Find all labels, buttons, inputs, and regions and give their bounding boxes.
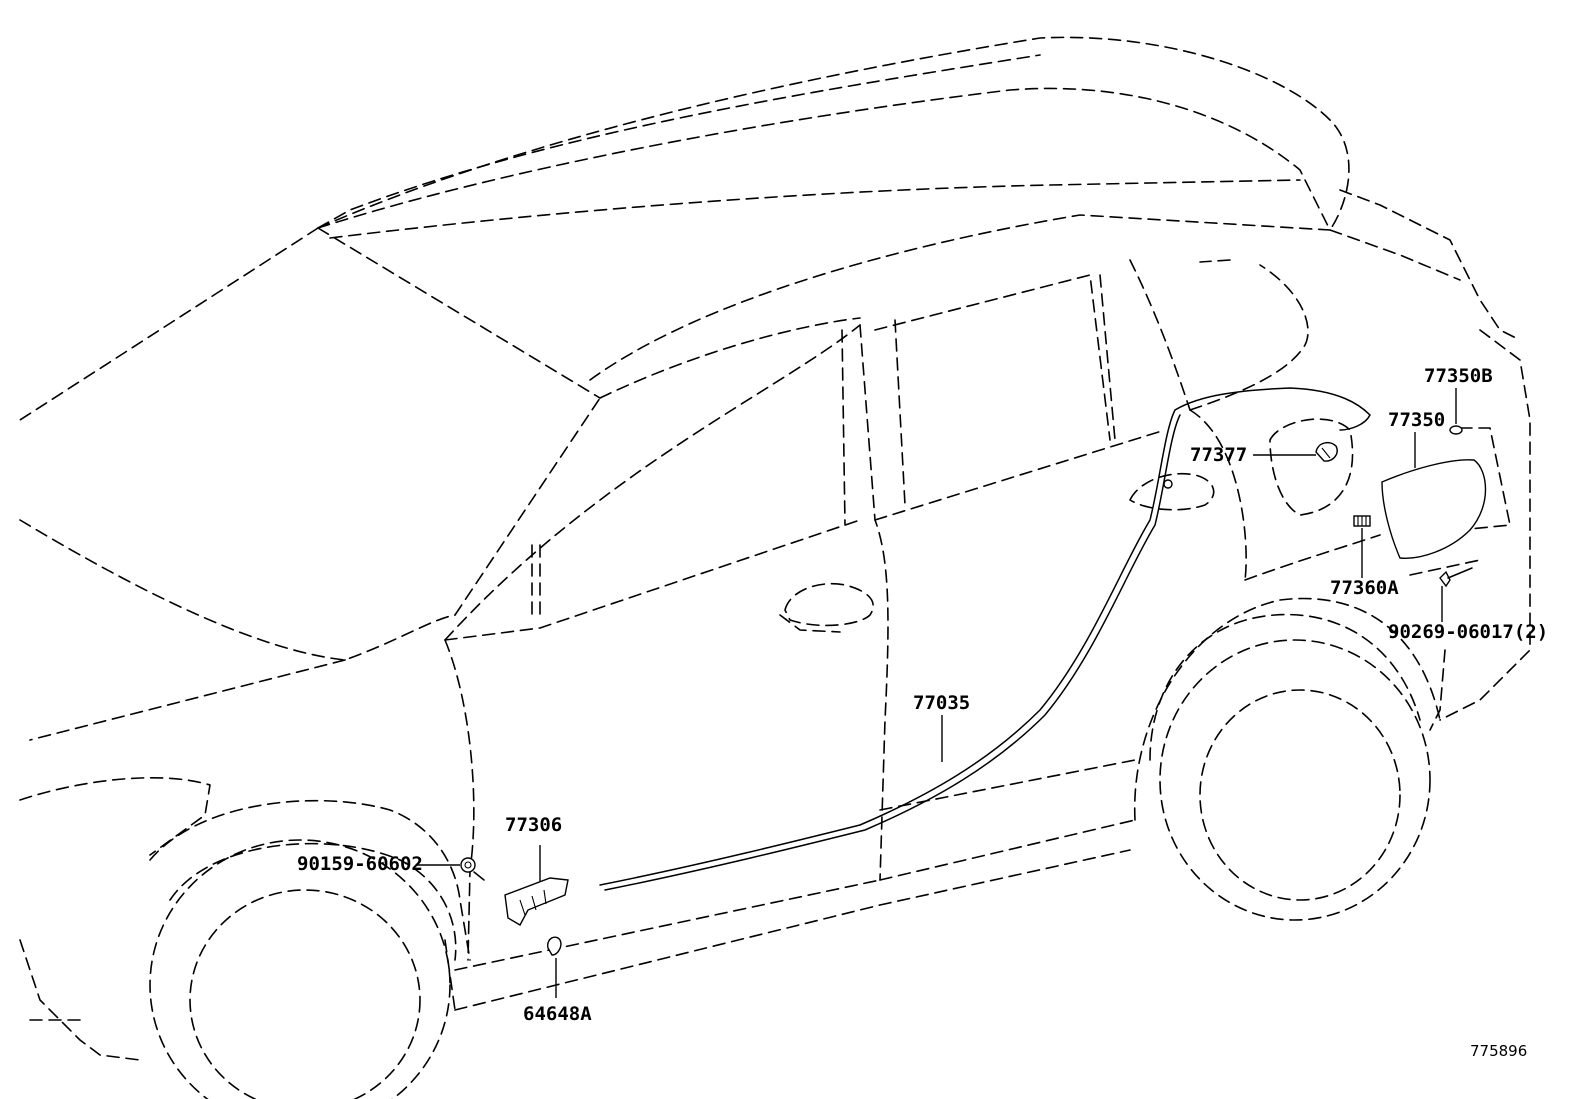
fuel-lid-opener-cable	[599, 387, 1371, 886]
leader-lines	[416, 388, 1457, 998]
callout-77350[interactable]: 77350	[1388, 409, 1445, 431]
fuel-lid-hinge	[1353, 515, 1371, 527]
fuel-lid-lock	[1315, 441, 1338, 462]
fuel-lid-cushion	[1449, 425, 1463, 435]
callout-77360A[interactable]: 77360A	[1330, 577, 1399, 599]
callout-77306[interactable]: 77306	[505, 814, 562, 836]
callout-77035[interactable]: 77035	[913, 692, 970, 714]
opener-clip	[547, 936, 562, 956]
fuel-lid-opener-cable-edge	[604, 414, 1181, 891]
fuel-filler-lid	[1381, 459, 1487, 559]
callout-90159-60602[interactable]: 90159-60602	[297, 853, 423, 875]
callout-77350B[interactable]: 77350B	[1424, 365, 1493, 387]
rivet	[1439, 567, 1473, 588]
callout-90269-06017[interactable]: 90269-06017(2)	[1388, 621, 1548, 643]
callout-64648A[interactable]: 64648A	[523, 1003, 592, 1025]
tapping-screw	[460, 857, 485, 881]
vehicle-body-outline	[19, 36, 1531, 1099]
figure-number: 775896	[1470, 1042, 1527, 1060]
callout-77377[interactable]: 77377	[1190, 444, 1247, 466]
cable-clip	[1163, 479, 1173, 489]
fuel-lid-opener-lever	[504, 877, 569, 926]
